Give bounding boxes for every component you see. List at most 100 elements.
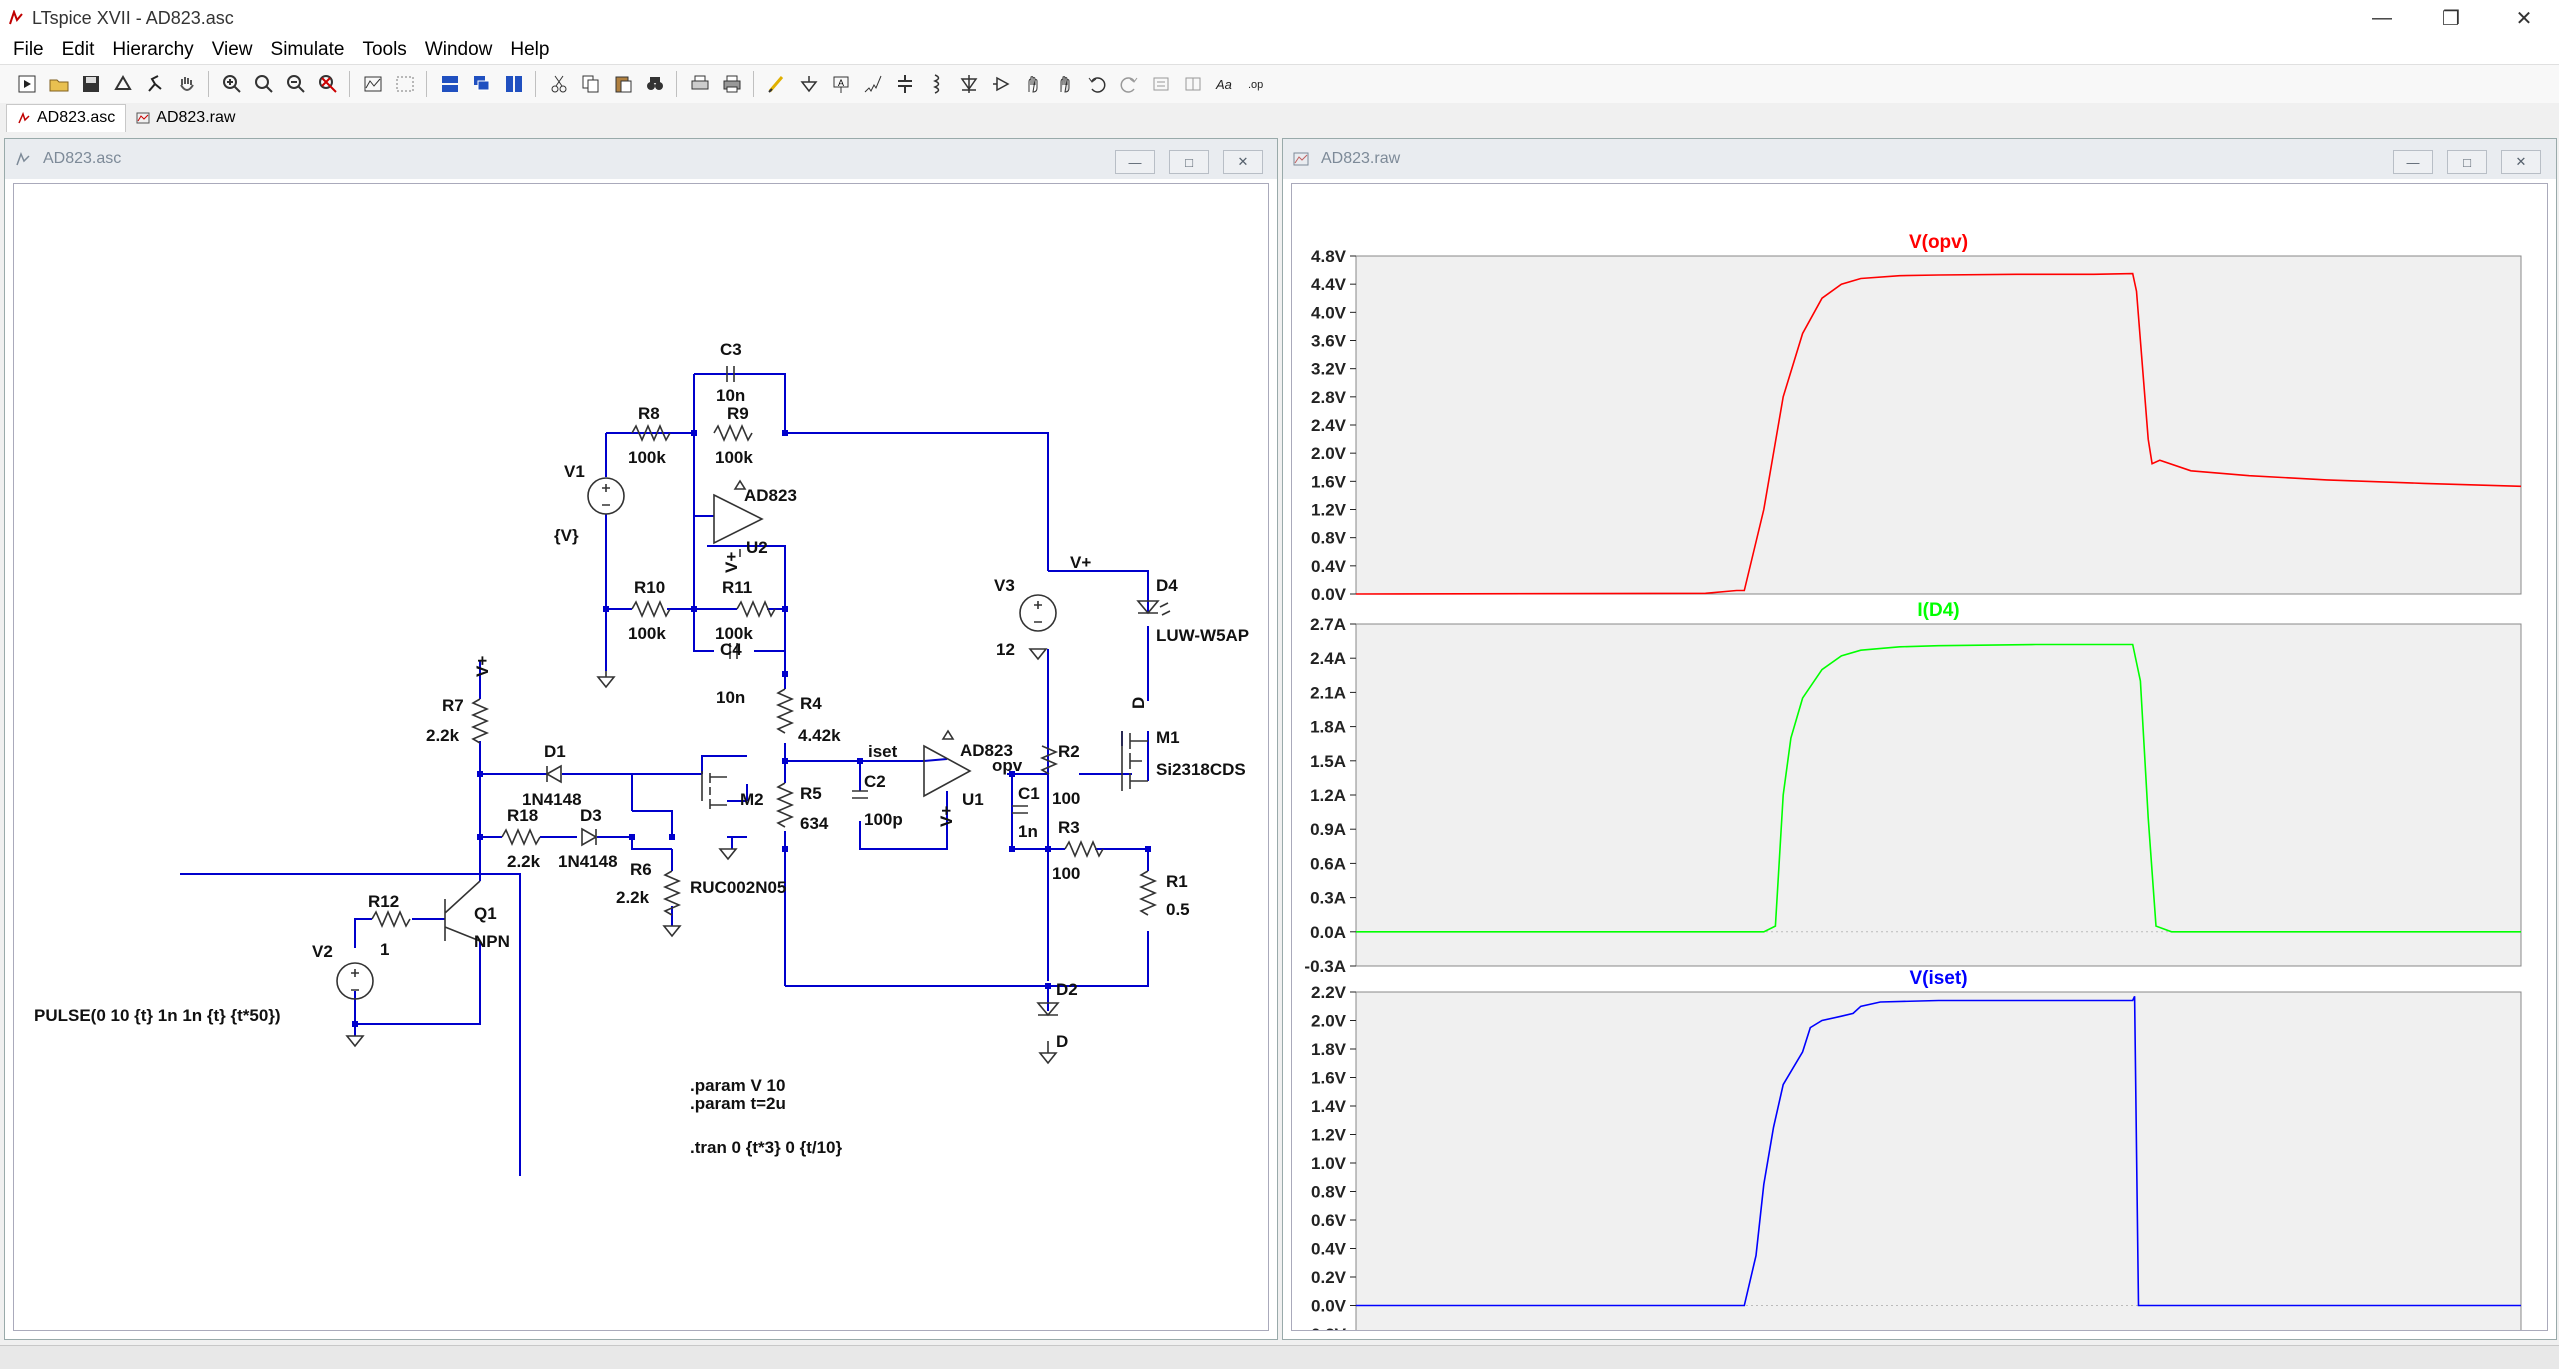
menu-tools[interactable]: Tools xyxy=(362,39,407,60)
d3-diode[interactable] xyxy=(581,827,598,847)
autorange-icon[interactable] xyxy=(358,69,388,99)
param-t-directive[interactable]: .param t=2u xyxy=(690,1094,786,1113)
r5-resistor[interactable] xyxy=(775,782,795,828)
r11-resistor[interactable] xyxy=(736,599,776,619)
close-window-button[interactable]: ✕ xyxy=(2515,7,2533,30)
component-icon[interactable] xyxy=(986,69,1016,99)
r1-resistor[interactable] xyxy=(1138,870,1158,916)
zoom-pan-icon[interactable] xyxy=(249,69,279,99)
q1-transistor[interactable] xyxy=(444,880,481,942)
y-tick-label: 0.3A xyxy=(1310,889,1346,908)
waveform-close-button[interactable]: ✕ xyxy=(2501,150,2541,174)
r2-resistor[interactable] xyxy=(1039,745,1059,775)
schematic-close-button[interactable]: ✕ xyxy=(1223,150,1263,174)
halt-icon[interactable] xyxy=(172,69,202,99)
plot-pane-2[interactable] xyxy=(1355,623,2522,967)
restore-window-button[interactable]: ❐ xyxy=(2442,7,2460,30)
c4-capacitor[interactable] xyxy=(729,643,738,659)
copy-icon[interactable] xyxy=(576,69,606,99)
v2-source[interactable] xyxy=(336,962,374,1000)
diode-icon[interactable] xyxy=(954,69,984,99)
menu-view[interactable]: View xyxy=(211,39,253,60)
r10-resistor[interactable] xyxy=(631,599,671,619)
r3-resistor[interactable] xyxy=(1064,839,1104,859)
m2-mosfet[interactable] xyxy=(701,771,727,809)
tile-vertical-icon[interactable] xyxy=(499,69,529,99)
tab-schematic[interactable]: AD823.asc xyxy=(6,103,127,132)
menu-edit[interactable]: Edit xyxy=(61,39,95,60)
text-icon[interactable]: Aa xyxy=(1210,69,1240,99)
waveform-minimize-button[interactable]: — xyxy=(2393,150,2433,174)
save-icon[interactable] xyxy=(76,69,106,99)
plot-title-2[interactable]: I(D4) xyxy=(1917,600,1959,621)
r6-resistor[interactable] xyxy=(662,870,682,916)
minimize-window-button[interactable]: — xyxy=(2372,6,2392,29)
v1-source[interactable] xyxy=(587,477,625,515)
redo-icon[interactable] xyxy=(1114,69,1144,99)
plot-pane-1[interactable] xyxy=(1355,255,2522,595)
trace-v-opv-[interactable] xyxy=(1355,272,2522,595)
rotate-icon[interactable] xyxy=(1146,69,1176,99)
menu-file[interactable]: File xyxy=(13,39,44,60)
zoom-out-icon[interactable] xyxy=(281,69,311,99)
r9-resistor[interactable] xyxy=(713,423,753,443)
waveform-plots[interactable]: V(opv)4.8V4.4V4.0V3.6V3.2V2.8V2.4V2.0V1.… xyxy=(1292,184,2547,1366)
run-icon[interactable] xyxy=(140,69,170,99)
menu-hierarchy[interactable]: Hierarchy xyxy=(112,39,194,60)
tile-horizontal-icon[interactable] xyxy=(435,69,465,99)
zoom-fit-icon[interactable] xyxy=(313,69,343,99)
find-icon[interactable] xyxy=(640,69,670,99)
d2-diode[interactable] xyxy=(1036,1002,1060,1017)
move-icon[interactable] xyxy=(1018,69,1048,99)
param-v-directive[interactable]: .param V 10 xyxy=(690,1076,785,1095)
paste-icon[interactable] xyxy=(608,69,638,99)
d4-led[interactable] xyxy=(1136,600,1160,615)
resistor-icon[interactable] xyxy=(858,69,888,99)
waveform-maximize-button[interactable]: □ xyxy=(2447,150,2487,174)
schematic-maximize-button[interactable]: □ xyxy=(1169,150,1209,174)
r12-resistor[interactable] xyxy=(371,909,411,929)
trace-v-iset-[interactable] xyxy=(1356,995,2521,1307)
control-panel-icon[interactable] xyxy=(108,69,138,99)
inductor-icon[interactable] xyxy=(922,69,952,99)
cascade-icon[interactable] xyxy=(467,69,497,99)
zoom-in-icon[interactable] xyxy=(217,69,247,99)
m1-mosfet[interactable] xyxy=(1121,731,1148,791)
menu-window[interactable]: Window xyxy=(424,39,493,60)
plot-pane-3[interactable] xyxy=(1355,991,2522,1335)
tab-waveform[interactable]: AD823.raw xyxy=(126,104,245,131)
mirror-icon[interactable] xyxy=(1178,69,1208,99)
plot-title-1[interactable]: V(opv) xyxy=(1909,232,1968,253)
draw-wire-icon[interactable] xyxy=(762,69,792,99)
print-preview-icon[interactable] xyxy=(685,69,715,99)
tile-plot-icon[interactable] xyxy=(390,69,420,99)
tran-directive[interactable]: .tran 0 {t*3} 0 {t/10} xyxy=(690,1138,843,1157)
r18-resistor[interactable] xyxy=(501,827,541,847)
plot-title-3[interactable]: V(iset) xyxy=(1909,968,1967,989)
c3-capacitor[interactable] xyxy=(726,366,735,382)
r7-resistor[interactable] xyxy=(470,698,490,744)
print-icon[interactable] xyxy=(717,69,747,99)
schematic-canvas[interactable]: C3 10n R8 100k R9 100k V1 {V} AD823 U2 V… xyxy=(14,184,1268,1330)
undo-icon[interactable] xyxy=(1082,69,1112,99)
r8-resistor[interactable] xyxy=(631,423,671,443)
capacitor-icon[interactable] xyxy=(890,69,920,99)
trace-i-d4-[interactable] xyxy=(1356,643,2521,933)
u2-opamp[interactable] xyxy=(713,493,764,545)
c2-capacitor[interactable] xyxy=(852,790,868,799)
drag-icon[interactable] xyxy=(1050,69,1080,99)
v3-source[interactable] xyxy=(1019,594,1057,632)
cut-icon[interactable] xyxy=(544,69,574,99)
menu-help[interactable]: Help xyxy=(510,39,550,60)
schematic-minimize-button[interactable]: — xyxy=(1115,150,1155,174)
c1-capacitor[interactable] xyxy=(1012,805,1028,814)
ground-icon[interactable] xyxy=(794,69,824,99)
u1-opamp[interactable] xyxy=(923,744,972,798)
new-schematic-icon[interactable] xyxy=(12,69,42,99)
label-net-icon[interactable]: A xyxy=(826,69,856,99)
r4-resistor[interactable] xyxy=(775,688,795,734)
menu-simulate[interactable]: Simulate xyxy=(270,39,345,60)
spice-directive-icon[interactable]: .op xyxy=(1242,69,1272,99)
d1-diode[interactable] xyxy=(545,764,562,784)
open-folder-icon[interactable] xyxy=(44,69,74,99)
